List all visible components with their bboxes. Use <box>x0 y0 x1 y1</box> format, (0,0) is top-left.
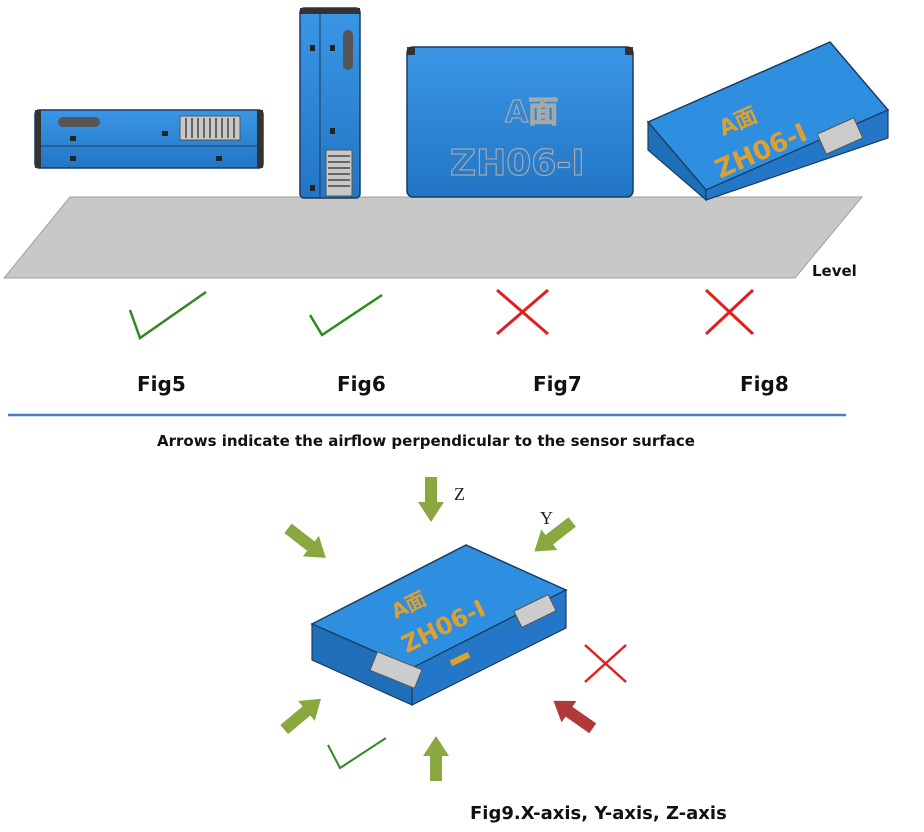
sensor-fig8: A面 ZH06-Ⅰ <box>646 41 890 202</box>
arrow-y-top-right <box>534 517 576 552</box>
arrow-up-bottom <box>423 736 449 781</box>
fig9-cross-mark <box>584 644 627 683</box>
fig7-cross-mark <box>496 288 549 336</box>
fig5-check-mark <box>128 290 207 340</box>
arrow-z-down <box>418 477 444 522</box>
fig5-label: Fig5 <box>137 372 186 396</box>
fig7-sensor-label-line2: ZH06-Ⅰ <box>450 143 585 184</box>
fig9-label: Fig9.X-axis, Y-axis, Z-axis <box>470 803 727 824</box>
airflow-caption: Arrows indicate the airflow perpendicula… <box>157 432 695 450</box>
level-plate <box>2 196 864 279</box>
fig9-check-mark <box>327 737 387 770</box>
fig6-check-mark <box>308 293 383 337</box>
fig8-cross-mark <box>704 288 755 336</box>
level-label: Level <box>812 262 857 280</box>
arrow-bottom-left <box>280 698 321 735</box>
fig7-sensor-label-line1: A面 <box>505 95 558 130</box>
fig8-label: Fig8 <box>740 372 789 396</box>
axis-z-label: Z <box>454 484 465 504</box>
sensor-fig7: A面 ZH06-Ⅰ <box>406 46 634 198</box>
sensor-fig6 <box>299 7 361 199</box>
arrow-red-bottom-right <box>553 700 597 734</box>
axis-y-label: Y <box>540 508 553 528</box>
fig7-label: Fig7 <box>533 372 582 396</box>
sensor-fig9: A面 ZH06-Ⅰ <box>310 544 568 706</box>
fig6-label: Fig6 <box>337 372 386 396</box>
arrow-top-left <box>284 523 326 558</box>
sensor-fig5 <box>34 109 264 169</box>
